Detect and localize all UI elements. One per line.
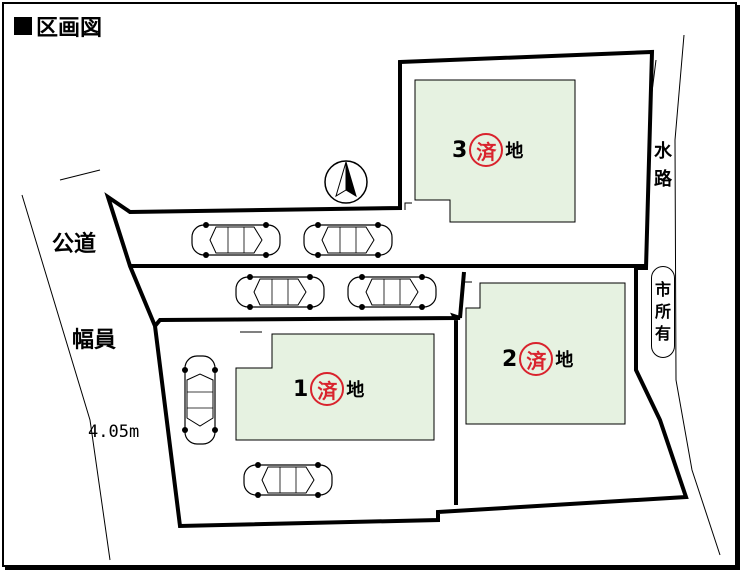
canal-outer-line	[674, 34, 721, 556]
lot-number: 1	[293, 376, 309, 402]
lot-3-label: 3 済 地	[452, 133, 523, 167]
owner-char: 所	[654, 302, 671, 321]
lot-2-label: 2 済 地	[502, 342, 573, 376]
sold-stamp: 済	[519, 342, 554, 376]
left-boundary-line	[21, 194, 111, 561]
page-title: 区画図	[14, 10, 102, 42]
canal-owner-label: 市 所 有	[651, 266, 675, 358]
lot-suffix: 地	[505, 141, 524, 162]
square-bullet-icon	[14, 17, 32, 35]
lot-divider-line-upper	[458, 271, 466, 319]
owner-char: 有	[654, 324, 671, 343]
title-text: 区画図	[36, 16, 103, 41]
canal-label: 水 路	[651, 138, 675, 194]
corner-mark	[404, 202, 412, 210]
sold-stamp: 済	[310, 372, 345, 406]
car-icon	[182, 355, 218, 445]
diagram-frame	[2, 2, 737, 567]
canal-char: 路	[654, 169, 672, 190]
lot-1-label: 1 済 地	[293, 372, 364, 406]
owner-char: 市	[654, 280, 671, 299]
lot-divider-line	[153, 312, 461, 505]
car-icon	[303, 222, 393, 258]
north-arrow-icon	[324, 160, 368, 204]
lot-suffix: 地	[346, 380, 365, 401]
car-icon	[243, 462, 333, 498]
lot-number: 3	[452, 137, 468, 163]
left-top-line	[59, 169, 101, 181]
road-width-label: 幅員	[72, 328, 117, 353]
canal-char: 水	[654, 141, 672, 162]
car-icon	[235, 274, 325, 310]
lot-number: 2	[502, 346, 518, 372]
lot-suffix: 地	[555, 350, 574, 371]
car-icon	[191, 222, 281, 258]
road-width-value: 4.05m	[88, 422, 140, 442]
road-name-label: 公道	[52, 232, 97, 257]
car-icon	[347, 274, 437, 310]
sold-stamp: 済	[469, 133, 504, 167]
